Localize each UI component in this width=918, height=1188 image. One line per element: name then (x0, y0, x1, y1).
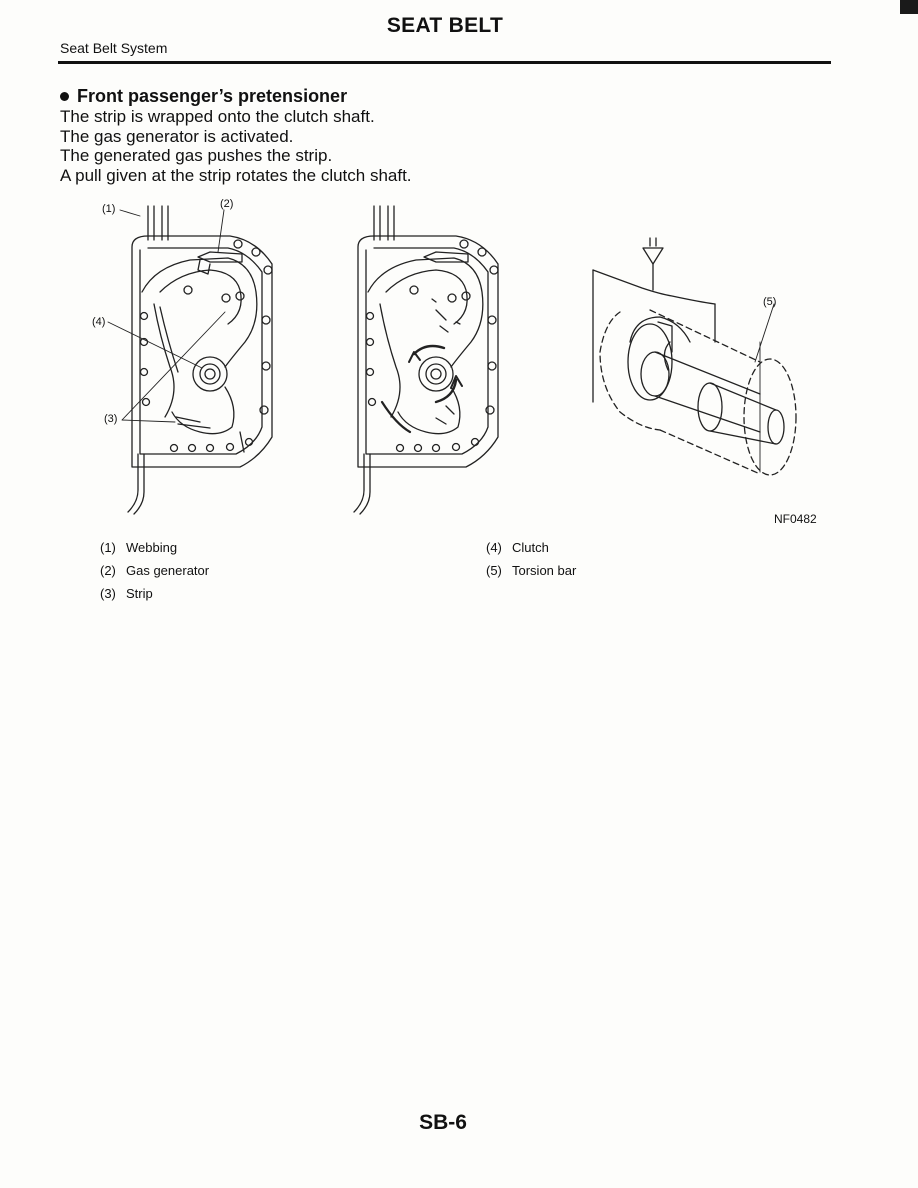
legend-label: Webbing (126, 540, 178, 555)
section-label: Seat Belt System (60, 40, 168, 56)
callout-4: (4) (92, 316, 106, 328)
legend-num: (2) (100, 563, 116, 578)
heading-text: Front passenger’s pretensioner (77, 86, 348, 106)
legend-item: (3) Strip (100, 586, 153, 601)
mechanism-before-activation (107, 205, 273, 515)
corner-mark (900, 0, 918, 14)
bullet-icon (60, 91, 69, 101)
legend-label: Strip (126, 586, 153, 601)
pretensioner-illustration (107, 205, 797, 515)
legend-num: (4) (486, 540, 502, 555)
legend-label: Clutch (512, 540, 549, 555)
clutch-cutaway (592, 237, 797, 476)
body-text: Front passenger’s pretensioner The strip… (60, 85, 840, 185)
body-line-2: The gas generator is activated. (60, 126, 294, 146)
page-title: SEAT BELT (386, 14, 504, 37)
legend-num: (1) (100, 540, 116, 555)
legend-num: (5) (486, 563, 502, 578)
callout-5: (5) (763, 296, 777, 308)
legend-item: (1) Webbing (100, 540, 177, 555)
callout-3: (3) (104, 413, 118, 425)
body-line-3: The generated gas pushes the strip. (60, 146, 333, 165)
mechanism-after-activation (353, 205, 499, 515)
legend-item: (5) Torsion bar (486, 563, 576, 578)
figure-id: NF0482 (774, 512, 817, 526)
page-number: SB-6 (419, 1111, 467, 1134)
legend-label: Gas generator (126, 563, 210, 578)
legend-item: (4) Clutch (486, 540, 549, 555)
body-line-4: A pull given at the strip rotates the cl… (60, 165, 412, 185)
legend-num: (3) (100, 586, 116, 601)
callout-2: (2) (220, 198, 234, 210)
pretensioner-figure: (1) (2) (4) (3) (5) NF0482 (60, 192, 840, 532)
body-line-1: The strip is wrapped onto the clutch sha… (60, 107, 375, 126)
header-rule (58, 61, 831, 64)
legend-label: Torsion bar (512, 563, 577, 578)
legend-item: (2) Gas generator (100, 563, 209, 578)
callout-1: (1) (102, 203, 116, 215)
section-heading: Front passenger’s pretensioner (60, 85, 840, 107)
